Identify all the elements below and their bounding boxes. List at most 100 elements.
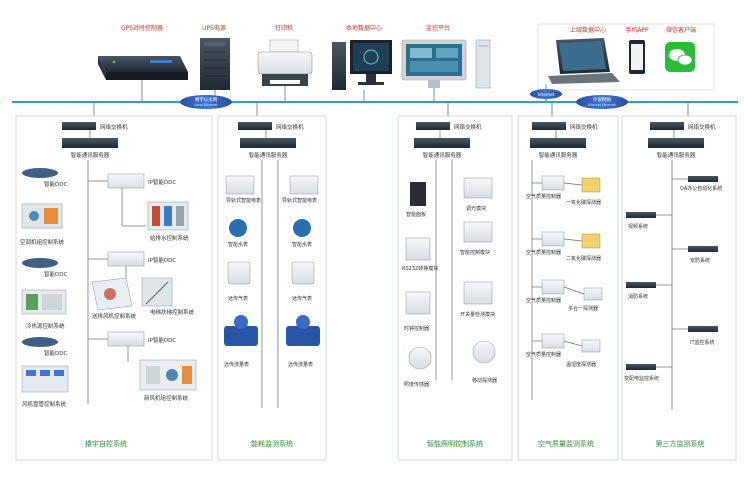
ups-icon [200,38,230,90]
power-server-icon [626,364,656,370]
input-detect-module-icon [463,281,493,305]
gps-label: GPS对时控制器 [121,24,163,32]
zone-4-switch-label: 网络交换机 [570,123,598,131]
zone-air-quality: 网络交换机 智能通讯服务器 空气质量控制器 一氧化碳探测器 空气质量控制器 二氧… [517,115,619,461]
switch-icon [62,122,96,130]
gas-meter-icon [227,261,251,285]
zone-2-meters: 导轨式智能电表 导轨式智能电表 智能水表 智能水表 远传气表 远传气表 远传流量… [224,175,320,368]
zone-2-switch-label: 网络交换机 [276,123,304,131]
chiller-equipment-icon [21,289,67,315]
zone-4-item-5: 空气质量控制器 [526,297,561,304]
it-server-icon [688,326,718,332]
zone-2-item-2: 导轨式智能电表 [282,197,317,204]
elevator-equipment-icon [141,277,173,307]
monitor-platform-icon [401,39,491,89]
zone-lighting-control: 网络交换机 智能通讯服务器 智能面板 调光模块 智能控制模块 RS232转换模块… [397,115,513,461]
zone-3-item-5: 开关量检测模块 [460,311,495,318]
co-detector-icon [581,177,601,193]
ups: UPS电源 [200,24,230,90]
bus-badge-internet: Internet [530,89,562,99]
zone-4-item-1: 空气质量控制器 [526,193,561,200]
zone-4-server-label: 智能通讯服务器 [539,151,578,159]
ddc-icon [22,258,58,268]
badge-lan-label: 楼宇以太网 [195,96,218,103]
zone-1-item-4: 送排风机控制系统 [92,312,137,320]
zone-3-item-6: 时钟控制器 [404,325,429,332]
zone-2-item-7: 远传流量表 [224,361,249,368]
zone-1-item-1: 空调机组控制系统 [20,238,65,246]
smart-panel-icon [410,182,426,206]
ahu-equipment-icon [21,203,63,229]
server-icon [414,138,470,148]
zone-4-switch: 网络交换机 [532,122,598,131]
remote-phone: 手机APP [625,26,649,74]
ip-ddc-label-2: IP智能DDC [148,256,176,264]
zone-4-item-8: 温湿度探测器 [566,361,596,368]
zone-3-item-4: RS232转换模块 [402,265,438,272]
zone-3-item-2: 调光模块 [466,205,486,212]
zone-1-row-1: 智能DDC IP智能DDC 空调机组控制系统 给排水控制系统 [20,168,189,246]
wechat-label: 微信客户端 [666,26,696,34]
fresh-air-equipment-icon [139,359,197,391]
zone-1-server: 智能通讯服务器 [62,138,118,159]
zone-5-item-5: IT监控系统 [690,339,715,346]
zone-2-box [217,115,327,461]
wechat-icon [665,42,695,72]
zone-5-title: 第三方监测系统 [656,439,705,448]
zone-building-automation: 网络交换机 智能通讯服务器 智能DDC IP智能DDC [15,115,213,461]
ddc-icon [22,337,58,347]
zone-1-item-5: 电梯扶梯控制系统 [150,308,195,316]
zone-4-title: 空气质量监测系统 [538,439,594,448]
motion-sensor-icon [472,340,496,364]
zone-4-server: 智能通讯服务器 [530,138,586,159]
workstation-icon [332,40,392,90]
zone-1-row-2: 智能DDC IP智能DDC 冷热源控制系统 送排风机控制系统 [21,251,195,330]
badge-lan-sub: Local Ethernet [194,103,218,107]
zone-3-item-3: 智能控制模块 [460,249,490,256]
multi-detector-icon [583,287,603,301]
zone-4-item-3: 空气质量控制器 [526,249,561,256]
zone-1-item-2: 给排水控制系统 [150,234,189,242]
server-icon [648,138,704,148]
control-module-icon [463,221,493,243]
zone-2-item-5: 远传气表 [228,295,248,302]
zone-1-row-3: 智能DDC IP智能DDC 风机盘管控制系统 新风机组控制系统 [21,331,197,408]
electric-meter-icon [225,175,255,195]
gas-meter-icon [291,261,315,285]
smart-ddc-label-1: 智能DDC [44,180,67,188]
badge-wan-label: 外部网络 [593,96,611,103]
server-icon [62,138,118,148]
badge-wan-sub: Internet Ethernet [588,103,616,107]
water-meter-icon [293,219,311,237]
zone-2-server: 智能通讯服务器 [240,138,296,159]
zone-2-switch: 网络交换机 [238,122,304,131]
security-server-icon [688,246,718,252]
zone-5-switch: 网络交换机 [650,122,716,131]
network-bus [12,92,738,103]
switch-icon [416,122,450,130]
water-meter-icon [229,219,247,237]
zone-2-item-3: 智能水表 [228,241,248,248]
electric-meter-icon [289,175,319,195]
zone-third-party: 网络交换机 智能通讯服务器 OA办公自动化系统 视频系统 安防系统 消防系统 I… [621,115,737,461]
ddc-icon [22,168,58,178]
remote-wechat: 微信客户端 [665,26,696,72]
ip-ddc-icon [107,331,145,347]
zone-3-devices: 智能面板 调光模块 智能控制模块 RS232转换模块 开关量检测模块 时钟控制器… [402,177,497,388]
zone-3-server: 智能通讯服务器 [414,138,470,159]
ip-ddc-label-3: IP智能DDC [148,336,176,344]
laptop-label: 上级数据中心 [570,26,606,34]
switch-icon [650,122,684,130]
flow-meter-icon [224,315,258,346]
printer-icon [257,39,313,86]
zone-3-title: 智能照明控制系统 [427,439,483,448]
light-sensor-icon [408,346,432,370]
zone-4-box [517,115,619,461]
gps-server: GPS对时控制器 [98,24,188,80]
co2-detector-icon [581,233,601,249]
zone-2-item-8: 远传流量表 [288,361,313,368]
video-server-icon [626,212,656,218]
remote-laptop: 上级数据中心 [548,26,620,84]
ip-ddc-icon [107,173,145,189]
zone-3-item-8: 移动探测器 [472,377,497,384]
